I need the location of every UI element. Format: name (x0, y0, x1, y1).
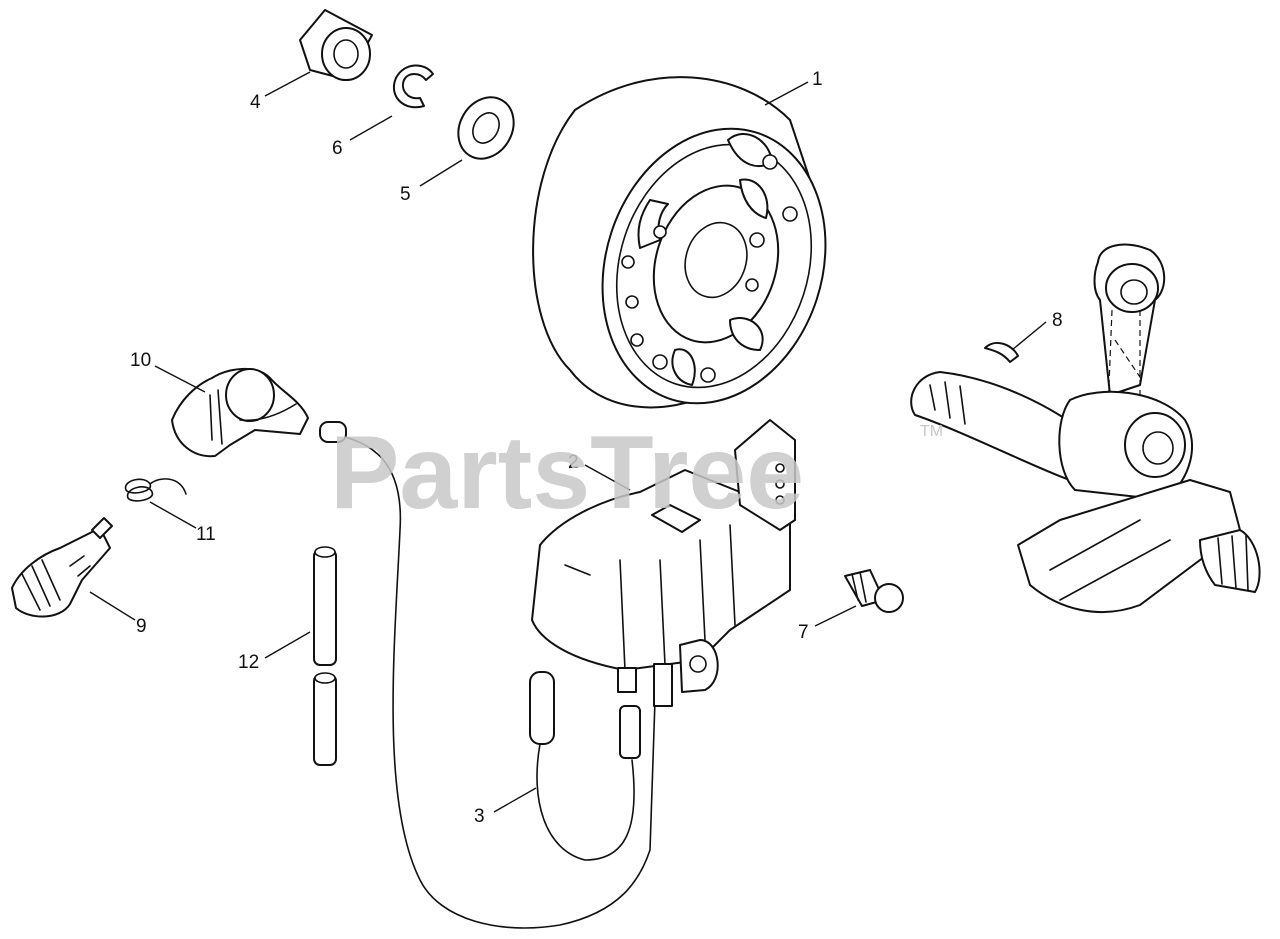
part-7-bolt[interactable] (844, 569, 904, 613)
part-12-tube[interactable] (313, 546, 337, 766)
crankshaft (910, 243, 1261, 614)
part-11-spring[interactable] (124, 478, 187, 502)
callout-11[interactable]: 11 (196, 524, 216, 545)
callout-12[interactable]: 12 (238, 652, 259, 673)
callout-4[interactable]: 4 (250, 92, 261, 113)
part-10-plug-boot[interactable] (171, 367, 309, 458)
part-5-washer[interactable] (447, 87, 524, 168)
callout-8[interactable]: 8 (1052, 310, 1063, 331)
callout-1[interactable]: 1 (812, 69, 823, 90)
part-1-flywheel[interactable] (532, 76, 860, 432)
part-9-spark-plug[interactable] (11, 517, 113, 618)
callout-numbers: 1 2 3 4 5 6 7 8 9 10 11 12 (130, 69, 1063, 827)
callout-10[interactable]: 10 (130, 350, 151, 371)
callout-5[interactable]: 5 (400, 184, 411, 205)
part-3-wire[interactable] (529, 671, 641, 861)
part-2-ignition-coil[interactable] (531, 419, 796, 707)
watermark-trademark: TM (920, 423, 943, 440)
ht-lead-wire (319, 421, 656, 929)
watermark-text: PartsTree (330, 415, 804, 531)
callout-7[interactable]: 7 (798, 622, 809, 643)
watermark: PartsTree TM (330, 415, 943, 531)
callout-2[interactable]: 2 (568, 452, 579, 473)
callout-3[interactable]: 3 (474, 806, 485, 827)
leader-lines (89, 71, 1047, 813)
part-6-clip[interactable] (393, 64, 434, 109)
part-8-key[interactable] (984, 341, 1019, 363)
callout-6[interactable]: 6 (332, 138, 343, 159)
callout-9[interactable]: 9 (136, 616, 147, 637)
part-4-nut[interactable] (299, 9, 373, 81)
